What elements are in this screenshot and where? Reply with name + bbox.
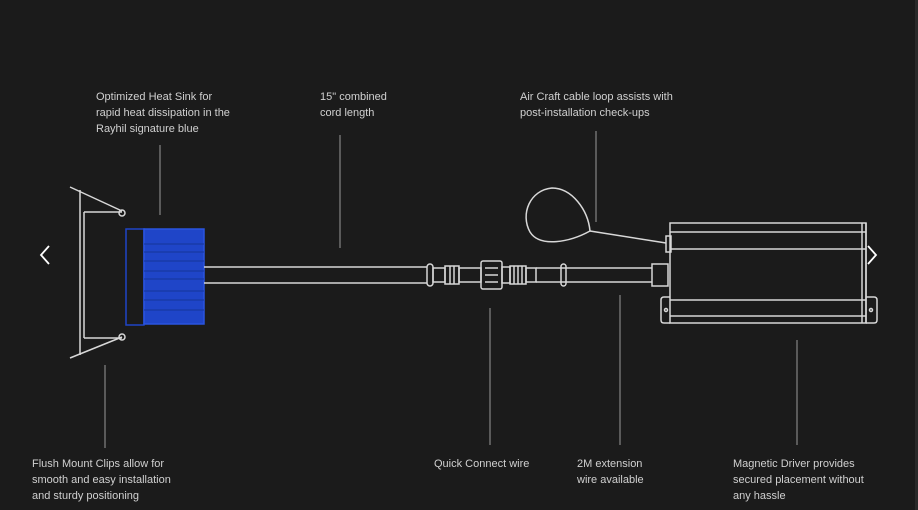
- callout-quick-connect: Quick Connect wire: [434, 458, 530, 470]
- carousel-next-button[interactable]: [862, 240, 882, 270]
- aircraft-cable-loop: [525, 187, 667, 244]
- chevron-left-icon: [39, 245, 50, 265]
- carousel-prev-button[interactable]: [36, 240, 56, 270]
- cord: [204, 266, 427, 284]
- extension-cord: [536, 263, 669, 287]
- callout-cord-length: 15" combined cord length: [320, 91, 387, 119]
- callout-aircraft-cable: Air Craft cable loop assists with post-i…: [520, 91, 673, 119]
- flush-mount-trim: [69, 186, 126, 359]
- quick-connect: [426, 260, 567, 290]
- heat-sink: [125, 228, 205, 326]
- magnetic-driver: [660, 222, 878, 324]
- callout-flush-mount-clips: Flush Mount Clips allow for smooth and e…: [32, 458, 171, 502]
- chevron-right-icon: [867, 245, 878, 265]
- callout-magnetic-driver: Magnetic Driver provides secured placeme…: [733, 458, 864, 502]
- leader-lines: [104, 131, 798, 448]
- callout-extension-wire: 2M extension wire available: [577, 458, 644, 486]
- callout-heat-sink: Optimized Heat Sink for rapid heat dissi…: [96, 91, 230, 135]
